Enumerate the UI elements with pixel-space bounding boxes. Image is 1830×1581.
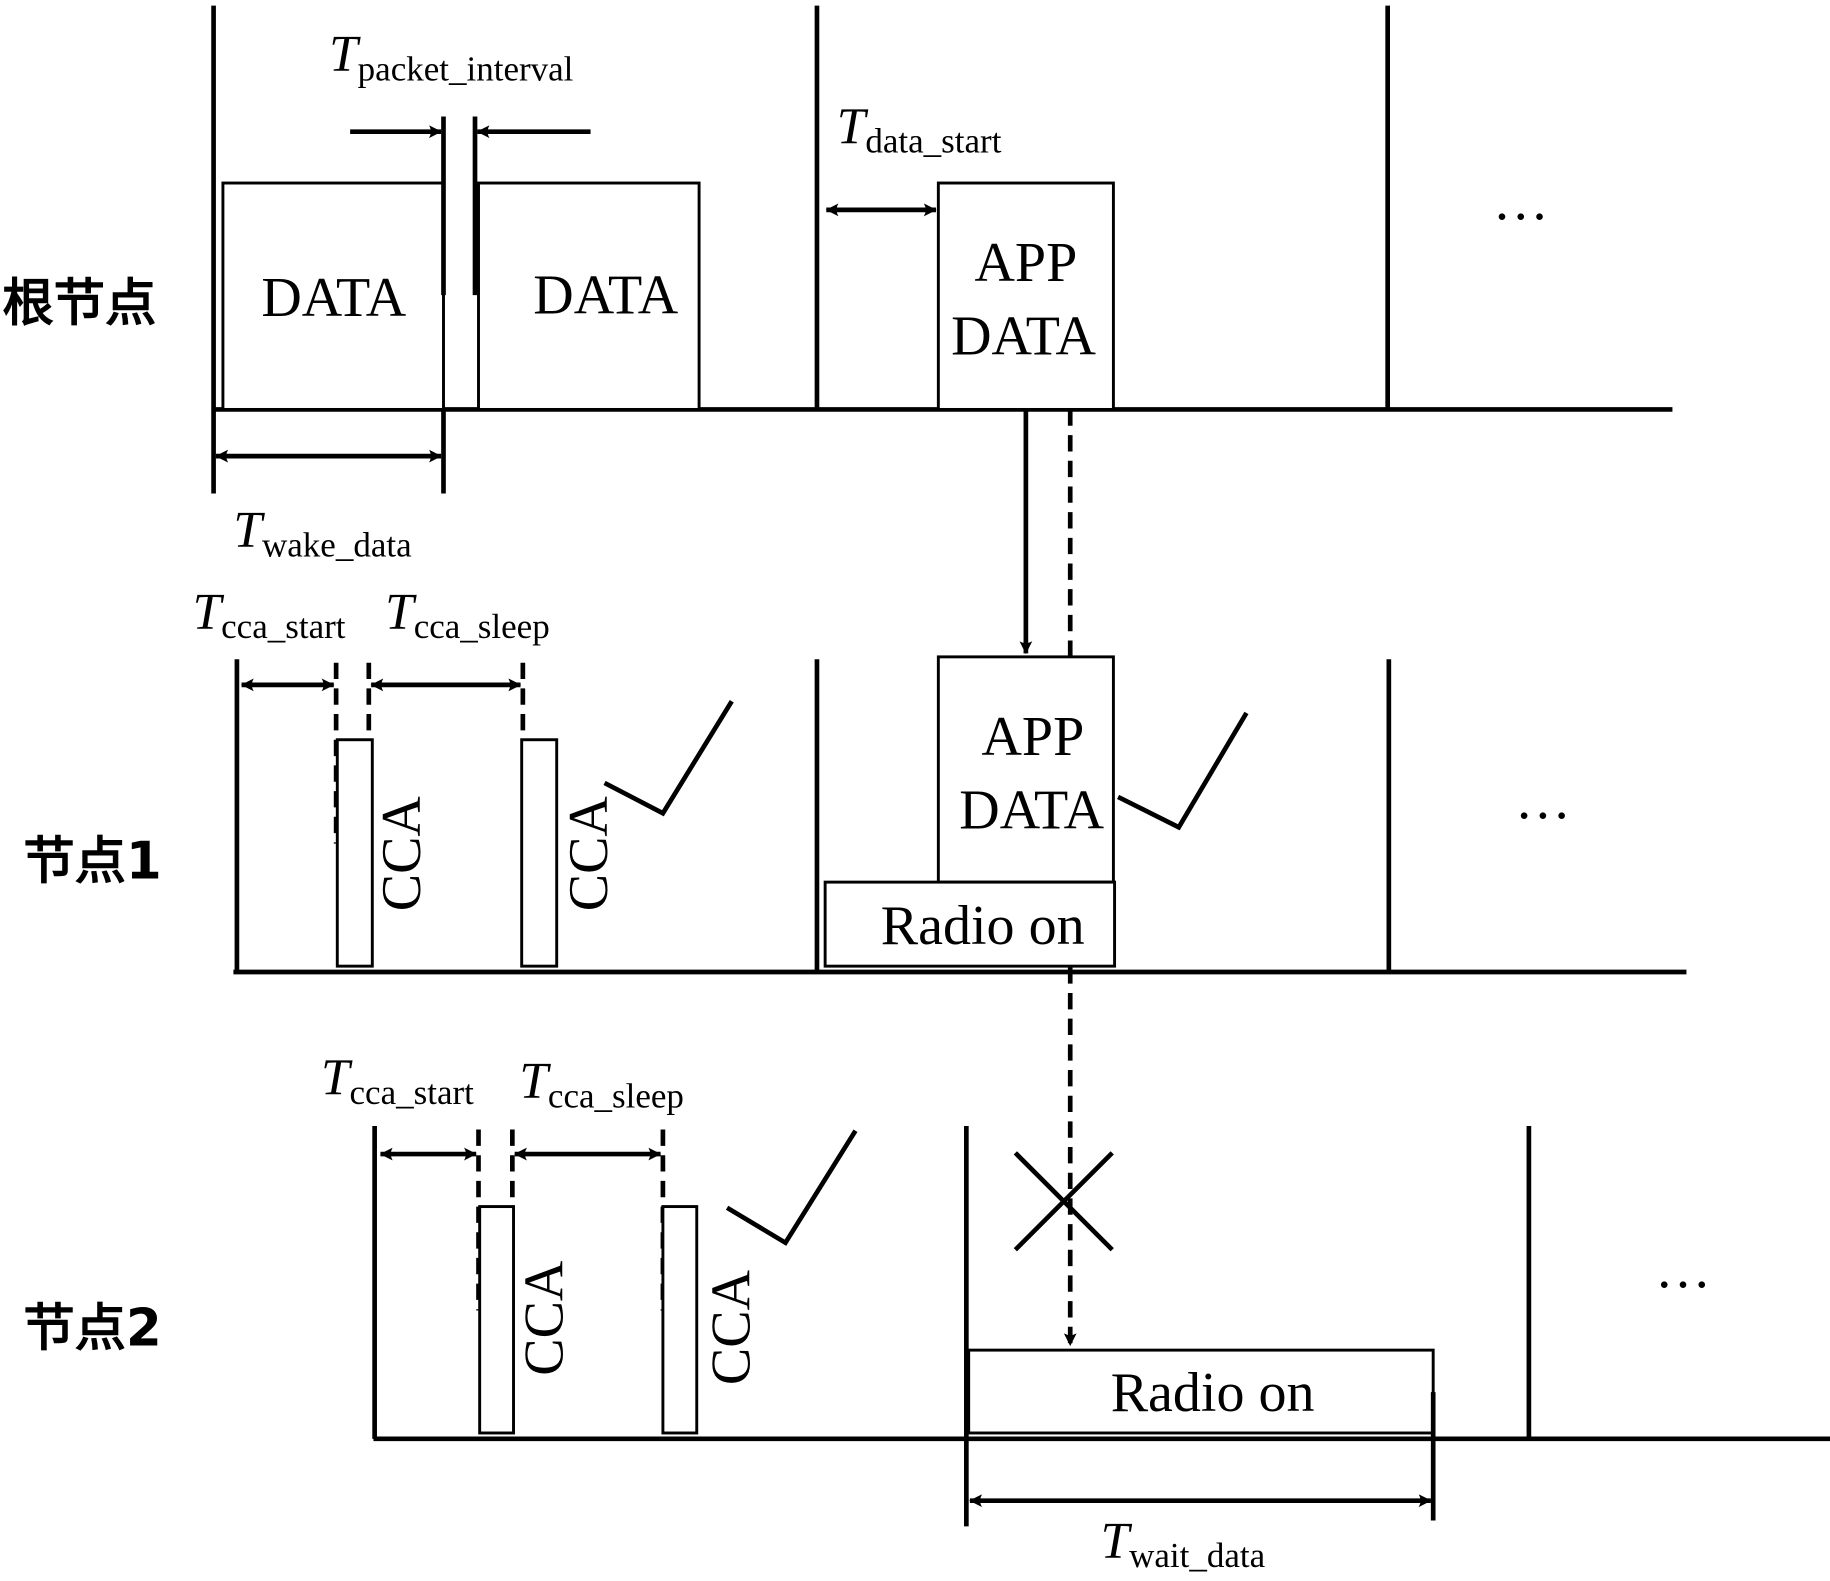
t-data-start-label: Tdata_start	[837, 98, 1002, 160]
row-label-root: 根节点	[2, 274, 156, 334]
root-app-data-box	[936, 181, 1115, 411]
node2-cca-1-label: CCA	[514, 1260, 576, 1376]
node2-cca-slot-2	[661, 1205, 699, 1435]
node2-t-cca-sleep-label: Tcca_sleep	[519, 1053, 684, 1115]
node1-app-data-line2: DATA	[959, 779, 1104, 841]
root-data-box-2	[477, 181, 701, 411]
root-data-box-1-label: DATA	[261, 267, 406, 329]
t-wait-data-label: Twait_data	[1101, 1513, 1266, 1575]
node1-cca-2-label: CCA	[558, 796, 620, 912]
node1-check-icon-1	[603, 699, 734, 817]
node2-radio-on-box	[967, 1348, 1435, 1435]
node1-t-cca-sleep-label: Tcca_sleep	[385, 584, 550, 646]
row-label-node2: 节点2	[23, 1298, 161, 1358]
node2-ellipsis: …	[1655, 1238, 1711, 1300]
node1-ellipsis: …	[1515, 769, 1571, 831]
node1-t-cca-start-label: Tcca_start	[193, 584, 346, 646]
t-packet-interval-label: Tpacket_interval	[329, 26, 574, 88]
node1-row: 节点1 Tcca_start Tcca_sleep CCA CCA APP DA…	[23, 584, 1687, 975]
t-wake-data-label: Twake_data	[233, 502, 412, 564]
node1-radio-on-box	[823, 880, 1117, 968]
node1-cca-slot-2	[520, 738, 559, 968]
node2-radio-on-label: Radio on	[1111, 1362, 1315, 1424]
node2-check-icon	[725, 1129, 858, 1246]
root-ellipsis: …	[1493, 170, 1549, 232]
node1-radio-on-label: Radio on	[881, 895, 1085, 957]
row-label-node1: 节点1	[23, 832, 161, 892]
node2-cca-slot-1	[478, 1205, 515, 1435]
node2-row: 节点2 Tcca_start Tcca_sleep CCA CCA Radio …	[23, 1050, 1830, 1575]
node1-app-data-line1: APP	[981, 706, 1084, 768]
node1-cca-1-label: CCA	[371, 796, 433, 912]
node2-cca-2-label: CCA	[700, 1269, 762, 1385]
root-data-box-2-label: DATA	[533, 265, 678, 327]
root-app-data-line2: DATA	[951, 306, 1096, 368]
node2-t-cca-start-label: Tcca_start	[321, 1050, 474, 1112]
node1-cca-slot-1	[335, 738, 374, 968]
node1-check-icon-2	[1117, 711, 1249, 831]
node1-app-data-box	[936, 655, 1115, 884]
root-data-box-1	[221, 181, 445, 411]
root-node-row: 根节点 DATA DATA Tpacket_interval APP DATA …	[2, 5, 1673, 564]
failed-cross-icon-b	[1013, 1151, 1114, 1252]
root-app-data-line1: APP	[974, 232, 1077, 294]
